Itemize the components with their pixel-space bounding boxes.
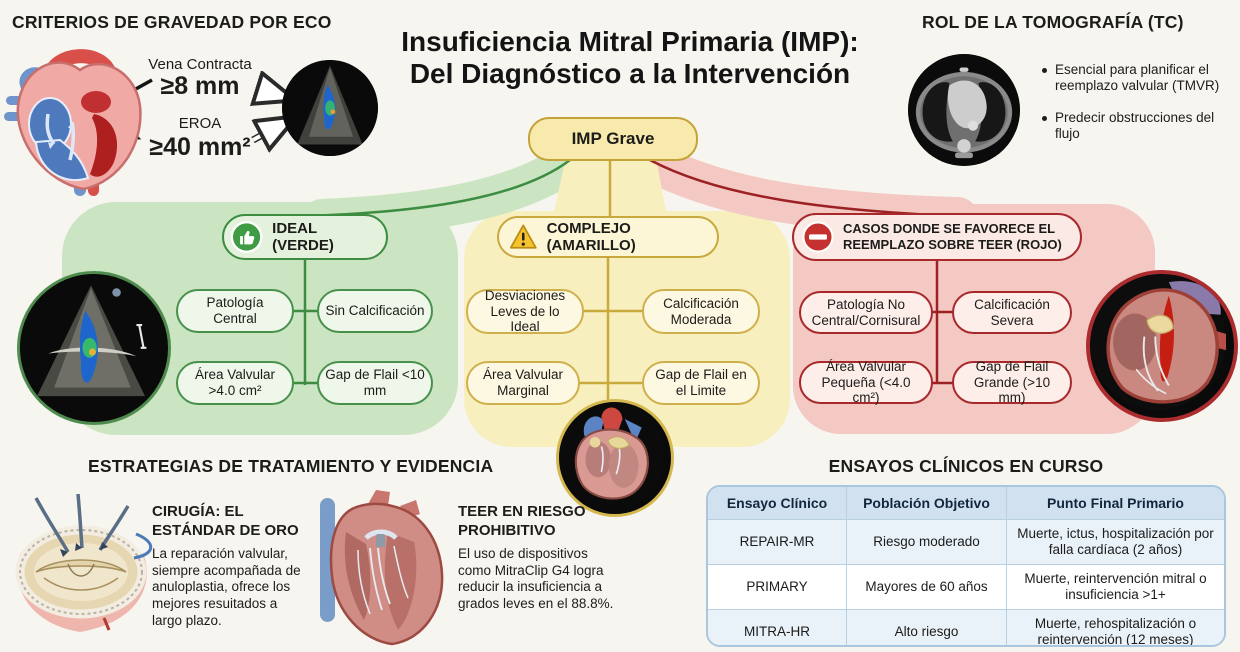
teer-heart-illustration (320, 490, 444, 646)
table-row-mitra-hr: MITRA-HR Alto riesgo Muerte, rehospitali… (708, 609, 1224, 645)
page-title-line2: Del Diagnóstico a la Intervención (409, 57, 851, 89)
valve-repair-illustration (15, 493, 153, 632)
green-item-sin-calcificacion: Sin Calcificación (317, 289, 433, 333)
vena-contracta-label: Vena Contracta (148, 56, 252, 73)
trial-population: Mayores de 60 años (846, 564, 1006, 609)
yellow-item-calcificacion-moderada: Calcificación Moderada (642, 289, 760, 334)
trial-endpoint: Muerte, rehospitalización o reintervenci… (1006, 609, 1224, 645)
table-row-primary: PRIMARY Mayores de 60 años Muerte, reint… (708, 564, 1224, 609)
eco-section-title: CRITERIOS DE GRAVEDAD POR ECO (12, 12, 332, 32)
green-branch-title: IDEAL (VERDE) (272, 220, 334, 254)
teer-heading: TEER EN RIESGO PROHIBITIVO (458, 503, 586, 539)
green-item-gap-flail: Gap de Flail <10 mm (317, 361, 433, 405)
red-item-calcificacion-severa: Calcificación Severa (952, 291, 1072, 334)
yellow-branch-header: COMPLEJO (AMARILLO) (497, 216, 719, 258)
echo-doppler-image-small (282, 60, 378, 156)
red-item-patologia-no-central: Patología No Central/Cornisural (799, 291, 933, 334)
warning-icon (509, 224, 537, 249)
trial-name: PRIMARY (708, 564, 846, 609)
vena-contracta-value: ≥8 mm (160, 72, 240, 100)
page-title: Insuficiencia Mitral Primaria (IMP): Del… (360, 26, 900, 90)
teer-body: El uso de dispositivos como MitraClip G4… (458, 546, 614, 612)
table-row-repair-mr: REPAIR-MR Riesgo moderado Muerte, ictus,… (708, 519, 1224, 564)
green-branch-header: IDEAL (VERDE) (222, 214, 388, 260)
root-node-imp-grave: IMP Grave (528, 117, 698, 161)
no-entry-icon (802, 221, 834, 253)
root-node-label: IMP Grave (571, 129, 655, 148)
thumbs-up-icon (230, 221, 263, 253)
heart-cutaway-image-yellow (556, 399, 674, 517)
yellow-item-gap-limite: Gap de Flail en el Limite (642, 361, 760, 405)
page-title-line1: Insuficiencia Mitral Primaria (IMP): (401, 26, 859, 57)
red-branch-title: CASOS DONDE SE FAVORECE EL REEMPLAZO SOB… (843, 221, 1062, 252)
bullet-dot-icon (1042, 68, 1047, 73)
ct-bullet-1-text: Esencial para planificar el reemplazo va… (1055, 62, 1220, 94)
table-header-row: Ensayo Clínico Población Objetivo Punto … (708, 487, 1224, 519)
trial-endpoint: Muerte, ictus, hospitalización por falla… (1006, 519, 1224, 564)
red-item-area-pequena: Área Valvular Pequeña (<4.0 cm²) (799, 359, 933, 405)
green-item-patologia-central: Patología Central (176, 289, 294, 333)
estrategias-section-title: ESTRATEGIAS DE TRATAMIENTO Y EVIDENCIA (88, 456, 494, 476)
trial-population: Alto riesgo (846, 609, 1006, 645)
ct-scan-image (908, 54, 1020, 166)
ct-section-title: ROL DE LA TOMOGRAFÍA (TC) (922, 12, 1184, 32)
red-branch-header: CASOS DONDE SE FAVORECE EL REEMPLAZO SOB… (792, 213, 1082, 261)
echo-doppler-image-large (17, 271, 171, 425)
red-item-gap-grande: Gap de Flail Grande (>10 mm) (952, 359, 1072, 405)
trial-endpoint: Muerte, reintervención mitral o insufici… (1006, 564, 1224, 609)
yellow-item-area-marginal: Área Valvular Marginal (466, 361, 580, 405)
trial-population: Riesgo moderado (846, 519, 1006, 564)
trial-name: REPAIR-MR (708, 519, 846, 564)
bullet-dot-icon (1042, 115, 1047, 121)
eroa-value: ≥40 mm² (149, 133, 251, 161)
yellow-item-desviaciones: Desviaciones Leves de lo Ideal (466, 288, 584, 334)
col-header-poblacion: Población Objetivo (846, 487, 1006, 519)
ct-bullet-2-text: Predecir obstrucciones del flujo (1055, 109, 1215, 142)
trial-name: MITRA-HR (708, 609, 846, 645)
col-header-ensayo: Ensayo Clínico (708, 487, 846, 519)
yellow-branch-title: COMPLEJO (AMARILLO) (546, 220, 636, 254)
ct-bullet-1: Esencial para planificar el reemplazo va… (1042, 62, 1234, 95)
heart-anatomy-illustration (4, 49, 142, 196)
eroa-label: EROA (178, 115, 222, 132)
heart-cutaway-image-red (1086, 270, 1238, 422)
ct-bullet-2: Predecir obstrucciones del flujo (1042, 110, 1234, 143)
col-header-punto-final: Punto Final Primario (1006, 487, 1224, 519)
cirugia-body: La reparación valvular, siempre acompaña… (152, 546, 301, 628)
ct-bullet-list: Esencial para planificar el reemplazo va… (1042, 62, 1234, 143)
cirugia-heading: CIRUGÍA: EL ESTÁNDAR DE ORO (152, 503, 299, 539)
ensayos-section-title: ENSAYOS CLÍNICOS EN CURSO (828, 456, 1104, 476)
clinical-trials-table: Ensayo Clínico Población Objetivo Punto … (706, 485, 1226, 647)
green-item-area-valvular: Área Valvular >4.0 cm² (176, 361, 294, 405)
